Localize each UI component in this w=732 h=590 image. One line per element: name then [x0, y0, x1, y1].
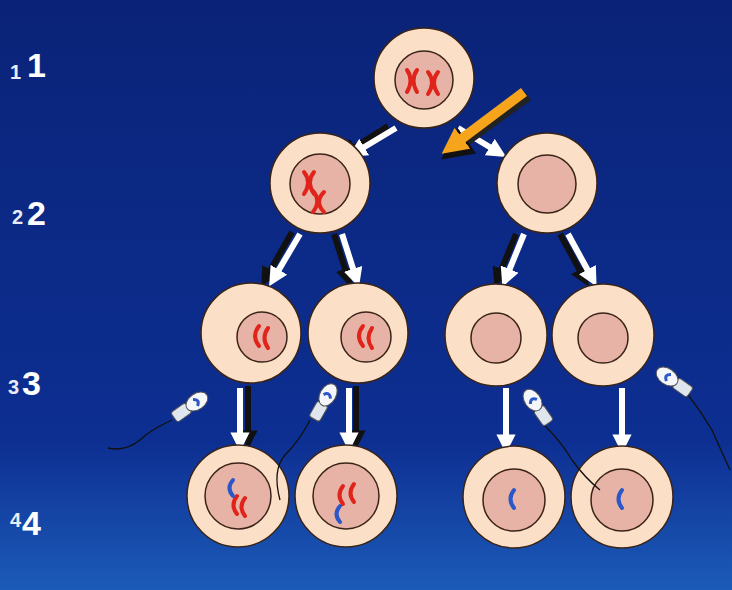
stage-number-shadow: 1	[10, 62, 21, 82]
chromosomes	[230, 70, 623, 522]
stage-number: 1	[27, 48, 46, 82]
division-arrows	[240, 126, 622, 444]
stage-number-shadow: 4	[10, 510, 21, 530]
stage-number-shadow: 2	[12, 207, 23, 227]
stage-number: 4	[22, 506, 41, 540]
stage-number: 2	[27, 196, 46, 230]
stage-number-shadow: 3	[8, 377, 19, 397]
cells	[187, 28, 673, 548]
stage-number: 3	[22, 366, 41, 400]
sperm	[108, 363, 730, 500]
